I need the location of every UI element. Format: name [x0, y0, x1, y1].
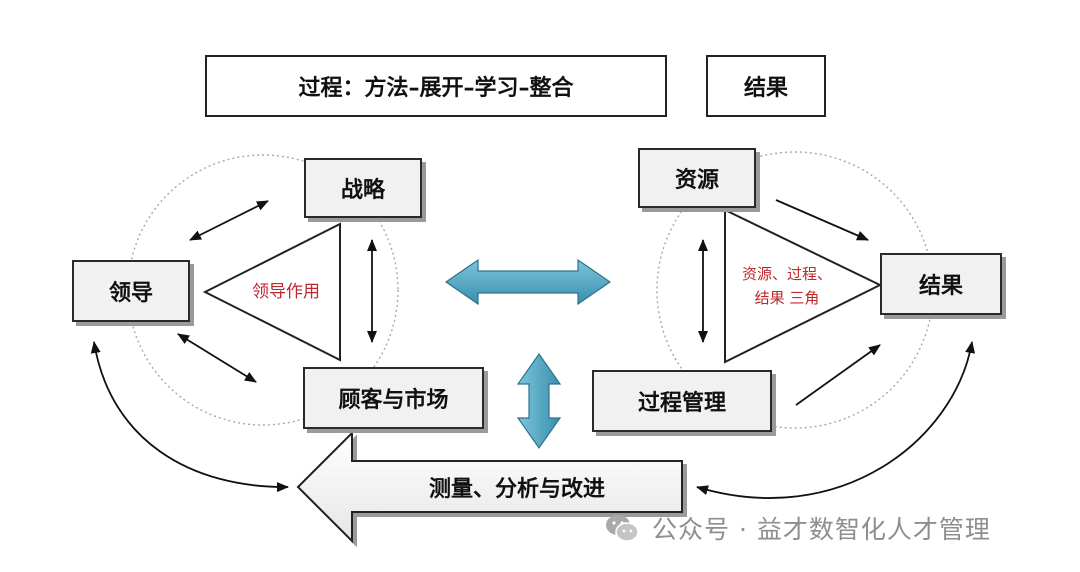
- leadership-label: 领导: [108, 281, 153, 306]
- left-triangle: [202, 222, 341, 362]
- resources-results-arrow: [775, 199, 869, 241]
- watermark: 公众号 · 益才数智化人才管理: [602, 508, 991, 548]
- resources-label: 资源: [674, 168, 719, 193]
- result-header-label: 结果: [743, 76, 788, 101]
- leadership-triangle-label: 领导作用: [252, 282, 320, 302]
- results-box: 结果: [880, 253, 1002, 315]
- result-header-box: 结果: [706, 55, 826, 117]
- wechat-icon: [606, 515, 639, 542]
- process-results-arrow: [795, 344, 881, 406]
- leadership-customers-arrow: [177, 333, 257, 383]
- leadership-box: 领导: [72, 260, 190, 322]
- results-label: 结果: [918, 274, 963, 299]
- right-triangle: [724, 208, 883, 364]
- resources-box: 资源: [638, 148, 756, 208]
- horizontal-double-arrow: [444, 258, 612, 306]
- process-header-box: 过程：方法–展开–学习–整合: [205, 55, 667, 117]
- resources-triangle-label: 资源、过程、 结果 三角: [741, 265, 832, 307]
- vertical-double-arrow: [516, 352, 562, 450]
- process-management-box: 过程管理: [592, 370, 772, 432]
- customers-markets-box: 顾客与市场: [303, 367, 484, 429]
- measurement-label: 测量、分析与改进: [428, 476, 605, 502]
- strategy-label: 战略: [340, 178, 385, 203]
- leadership-strategy-arrow: [189, 200, 269, 241]
- process-management-label: 过程管理: [637, 391, 726, 416]
- process-header-label: 过程：方法–展开–学习–整合: [298, 76, 574, 101]
- measurement-label-box: 测量、分析与改进: [352, 461, 682, 512]
- customers-markets-label: 顾客与市场: [338, 388, 449, 413]
- measurement-results-curve: [696, 341, 976, 499]
- measurement-block-arrow: [296, 430, 683, 544]
- strategy-box: 战略: [304, 158, 422, 218]
- watermark-text: 公众号 · 益才数智化人才管理: [652, 515, 991, 544]
- measurement-leadership-curve: [90, 341, 289, 493]
